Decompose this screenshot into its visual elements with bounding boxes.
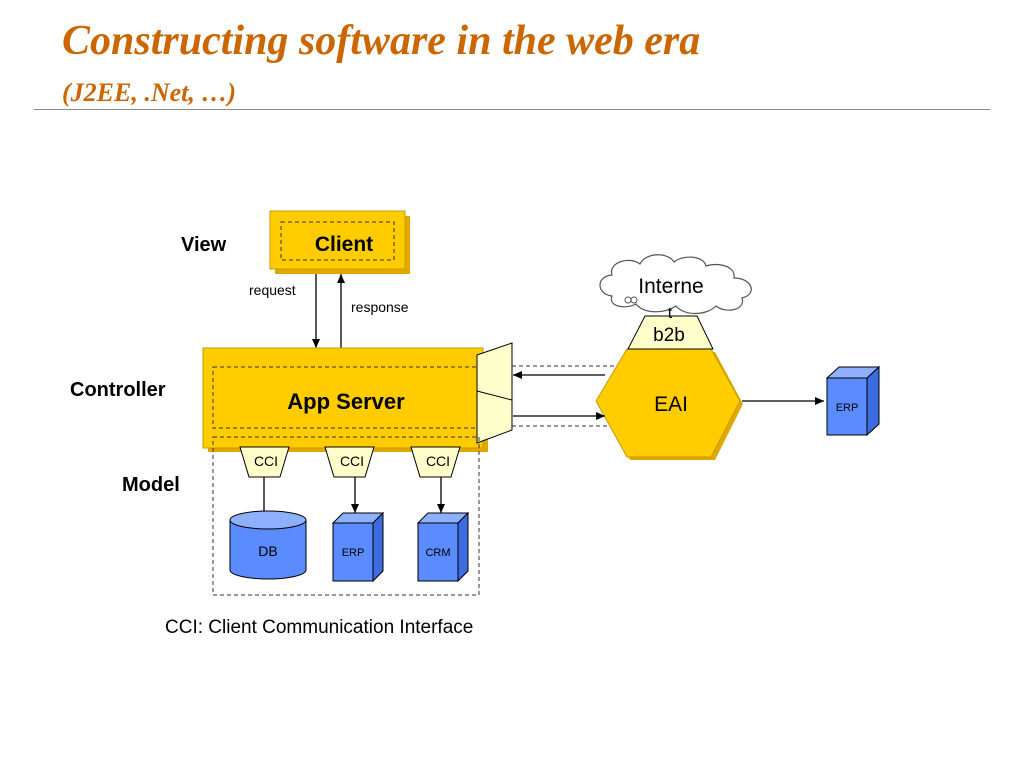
erp-internal-label: ERP bbox=[342, 547, 365, 559]
db-cylinder: DB bbox=[229, 510, 307, 580]
slide-title: Constructing software in the web era bbox=[62, 18, 701, 64]
layer-label-model: Model bbox=[122, 474, 180, 496]
internet-label-overflow: t bbox=[668, 305, 673, 322]
cci-label-2: CCI bbox=[340, 453, 364, 469]
app-server-box: App Server bbox=[202, 347, 488, 452]
connector-prism bbox=[476, 342, 513, 444]
response-label: response bbox=[351, 299, 409, 315]
title-divider bbox=[34, 109, 990, 110]
cci-label-3: CCI bbox=[426, 453, 450, 469]
client-box: Client bbox=[269, 210, 410, 274]
db-label: DB bbox=[258, 543, 277, 559]
erp-external-label: ERP bbox=[836, 402, 859, 414]
internet-label: Interne bbox=[638, 275, 703, 298]
model-region bbox=[212, 436, 480, 596]
footnote: CCI: Client Communication Interface bbox=[165, 617, 473, 638]
layer-label-view: View bbox=[181, 234, 227, 256]
cci-connector-1: CCI bbox=[239, 446, 290, 478]
eai-label: EAI bbox=[654, 393, 688, 416]
erp-external-cube: ERP bbox=[825, 365, 881, 437]
request-label: request bbox=[249, 282, 296, 298]
eai-hexagon: EAI bbox=[595, 348, 743, 460]
layer-label-controller: Controller bbox=[70, 379, 166, 401]
app-server-label: App Server bbox=[287, 389, 405, 414]
cci-label-1: CCI bbox=[254, 453, 278, 469]
b2b-label: b2b bbox=[653, 325, 685, 346]
infinity-icon bbox=[624, 296, 638, 304]
crm-label: CRM bbox=[425, 547, 450, 559]
slide-subtitle: (J2EE, .Net, …) bbox=[62, 78, 237, 107]
client-label: Client bbox=[315, 233, 373, 256]
b2b-connector: b2b bbox=[627, 315, 714, 350]
crm-cube: CRM bbox=[416, 511, 470, 583]
cci-connector-3: CCI bbox=[410, 446, 461, 478]
erp-internal-cube: ERP bbox=[331, 511, 385, 583]
cci-connector-2: CCI bbox=[324, 446, 375, 478]
internet-cloud: Interne t bbox=[599, 254, 752, 322]
